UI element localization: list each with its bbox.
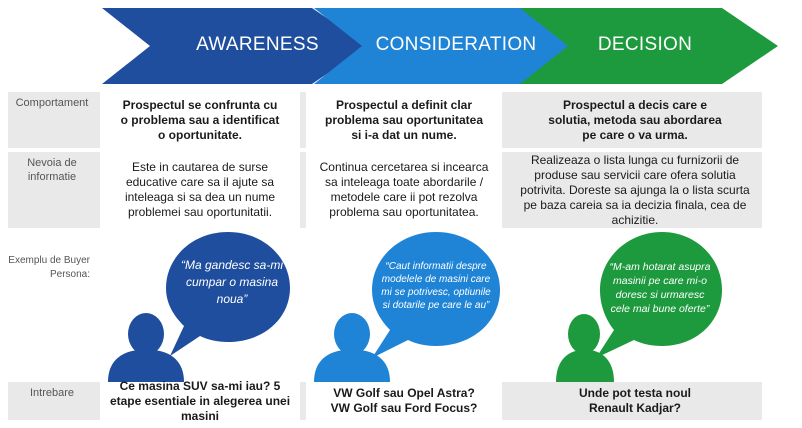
speech-bubble-icon [166, 232, 290, 356]
persona-awareness [108, 232, 290, 382]
persona-quote-decision: “M-am hotarat asupra masinii pe care mi-… [609, 261, 711, 315]
person-silhouette-icon [556, 314, 614, 382]
row-label-nevoia: Nevoia de informatie [27, 157, 77, 183]
cell-comportament-awareness: Prospectul se confrunta cu o problema sa… [100, 92, 300, 148]
stage-arrows [102, 8, 778, 84]
cell-nevoia-decision: Realizeaza o lista lunga cu furnizorii d… [508, 152, 762, 228]
stage-arrow-consideration [314, 8, 580, 84]
speech-bubble-icon [596, 232, 722, 358]
stage-arrow-decision [520, 8, 778, 84]
speech-bubble-icon [372, 232, 500, 358]
cell-intrebare-consideration: VW Golf sau Opel Astra? VW Golf sau Ford… [306, 382, 502, 420]
persona-decision [556, 232, 722, 382]
persona-quote-consideration: “Caut informatii despre modelele de masi… [381, 261, 491, 311]
row-label-comportament: Comportament [15, 97, 89, 109]
row-label-intrebare: Intrebare [29, 387, 75, 399]
persona-quote-awareness: “Ma gandesc sa-mi cumpar o masina noua” [180, 257, 284, 306]
cell-intrebare-decision: Unde pot testa noul Renault Kadjar? [508, 382, 762, 420]
stage-arrow-awareness [102, 8, 368, 84]
person-silhouette-icon [314, 313, 390, 382]
row-label-persona: Exemplu de Buyer Persona: [8, 255, 90, 280]
cell-intrebare-awareness: Ce masina SUV sa-mi iau? 5 etape esentia… [100, 379, 300, 423]
cell-comportament-consideration: Prospectul a definit clar problema sau o… [306, 92, 502, 148]
stage-label-consideration: CONSIDERATION [375, 34, 537, 55]
cell-comportament-decision: Prospectul a decis care e solutia, metod… [508, 92, 762, 148]
cell-nevoia-consideration: Continua cercetarea si incearca sa intel… [306, 152, 502, 228]
cell-nevoia-awareness: Este in cautarea de surse educative care… [100, 152, 300, 228]
person-silhouette-icon [108, 313, 184, 382]
stage-label-decision: DECISION [597, 34, 693, 55]
persona-consideration [314, 232, 500, 382]
stage-label-awareness: AWARENESS [196, 34, 319, 55]
